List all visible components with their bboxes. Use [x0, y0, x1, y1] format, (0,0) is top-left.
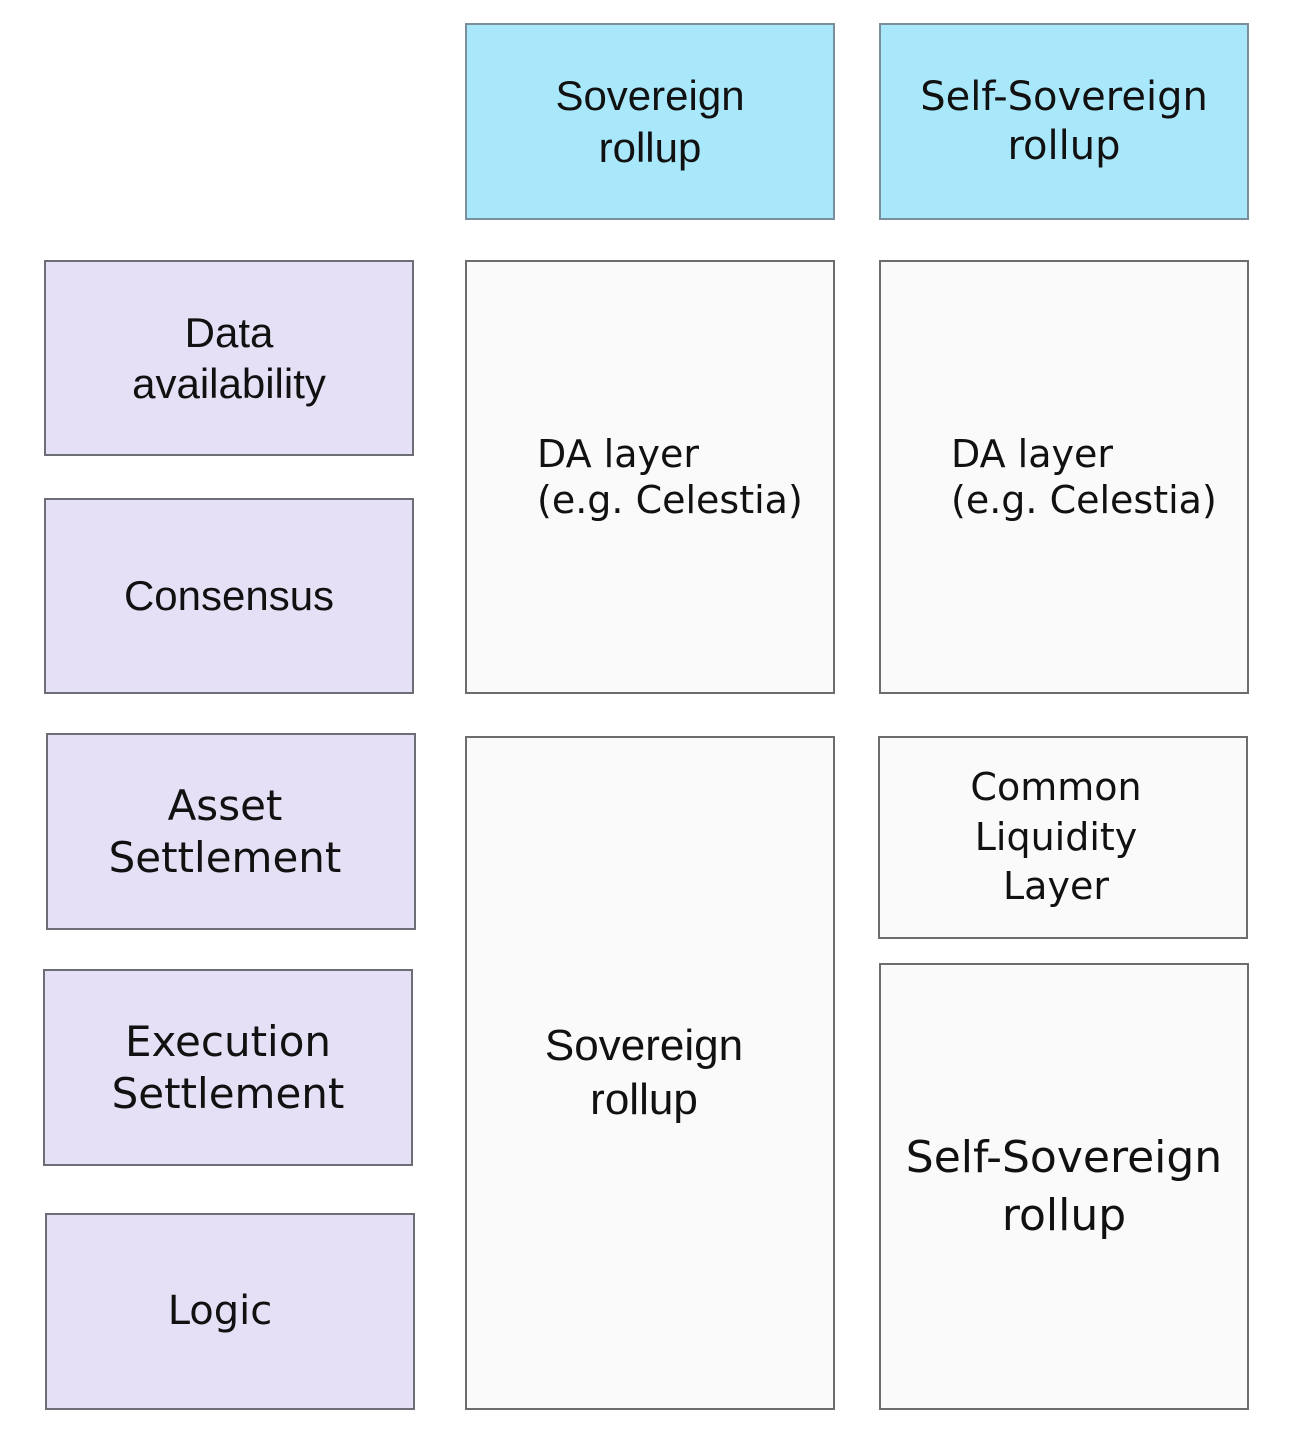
- label-execution-settlement: Execution Settlement: [43, 969, 413, 1166]
- sovereign-da-layer-cell: DA layer (e.g. Celestia): [465, 260, 835, 694]
- label-consensus: Consensus: [44, 498, 414, 694]
- label-asset-settlement: Asset Settlement: [46, 733, 416, 930]
- header-self-sovereign-rollup: Self-Sovereign rollup: [879, 23, 1249, 220]
- label-data-availability: Data availability: [44, 260, 414, 456]
- sovereign-rollup-cell: Sovereign rollup: [465, 736, 835, 1410]
- self-sovereign-da-layer-cell: DA layer (e.g. Celestia): [879, 260, 1249, 694]
- self-sovereign-rollup-cell: Self-Sovereign rollup: [879, 963, 1249, 1410]
- label-logic: Logic: [45, 1213, 415, 1410]
- common-liquidity-layer-cell: Common Liquidity Layer: [878, 736, 1248, 939]
- header-sovereign-rollup: Sovereign rollup: [465, 23, 835, 220]
